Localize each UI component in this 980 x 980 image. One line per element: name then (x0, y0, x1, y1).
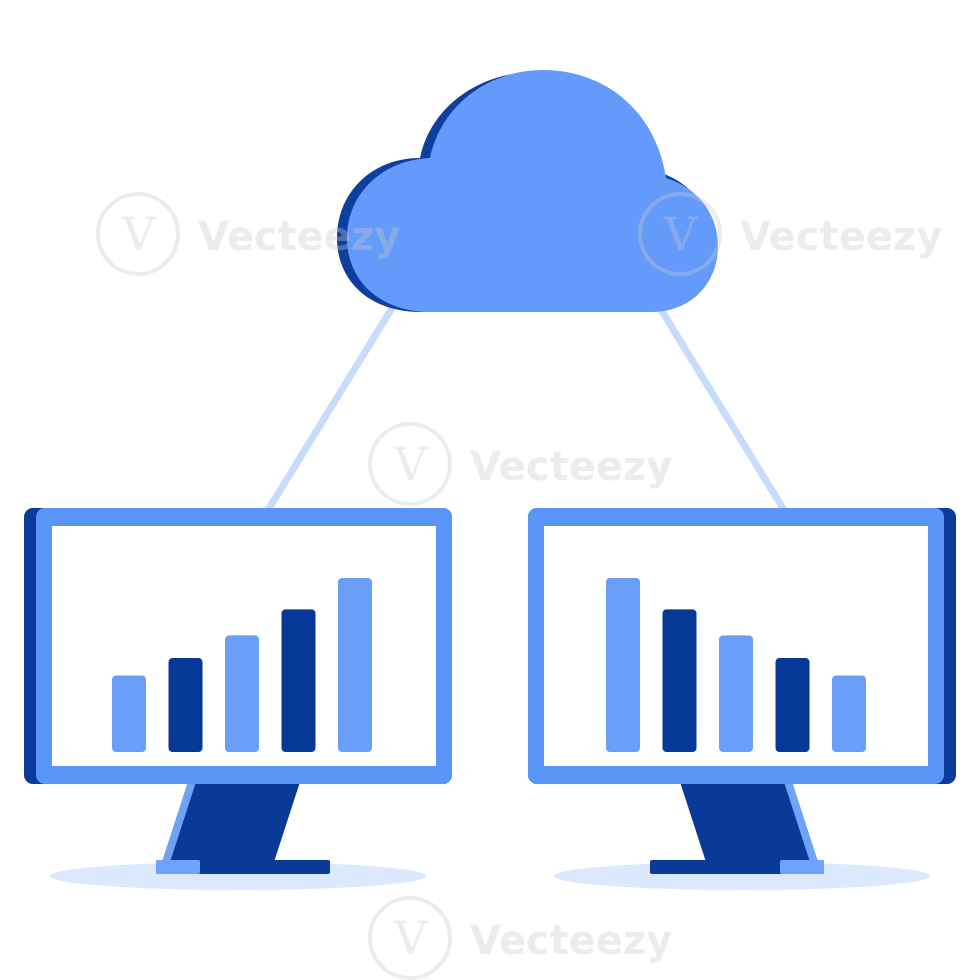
svg-text:V: V (393, 437, 428, 491)
svg-text:V: V (393, 911, 428, 965)
right-bar-chart (606, 578, 866, 752)
connector-lines (265, 306, 787, 512)
connector-left (265, 306, 395, 512)
left-chart-bar (168, 658, 203, 752)
watermark-logo: V (368, 896, 452, 980)
left-chart-bar (225, 635, 259, 752)
right-monitor-stand-highlight (784, 782, 818, 862)
right-chart-bar (606, 578, 640, 752)
right-monitor-base-highlight (780, 860, 824, 874)
right-monitor-stand (680, 782, 818, 862)
watermark-text: Vecteezy (470, 918, 672, 964)
left-bar-chart (112, 578, 372, 752)
watermark-logo: V (638, 192, 722, 276)
right-monitor-shadow (554, 862, 930, 890)
right-chart-bar (662, 609, 697, 752)
right-chart-bar (775, 658, 810, 752)
right-chart-bar (719, 635, 753, 752)
watermark-logo: V (96, 192, 180, 276)
left-monitor (24, 508, 452, 890)
right-chart-bar (832, 675, 866, 752)
left-monitor-stand (162, 782, 300, 862)
svg-text:V: V (121, 207, 156, 261)
right-monitor (528, 508, 956, 890)
watermark-logo: V (368, 422, 452, 506)
cloud-body (347, 70, 718, 312)
left-chart-bar (112, 675, 146, 752)
watermark-text: Vecteezy (198, 214, 400, 260)
svg-text:V: V (663, 207, 698, 261)
watermark-text: Vecteezy (470, 444, 672, 490)
cloud-icon (337, 70, 718, 312)
left-monitor-shadow (50, 862, 426, 890)
watermark-text: Vecteezy (740, 214, 942, 260)
left-monitor-base-highlight (156, 860, 200, 874)
watermark: V Vecteezy V Vecteezy V Vecteezy V Vecte… (96, 192, 942, 980)
left-chart-bar (338, 578, 372, 752)
connector-right (657, 306, 787, 512)
left-monitor-stand-highlight (162, 782, 196, 862)
left-chart-bar (281, 609, 316, 752)
